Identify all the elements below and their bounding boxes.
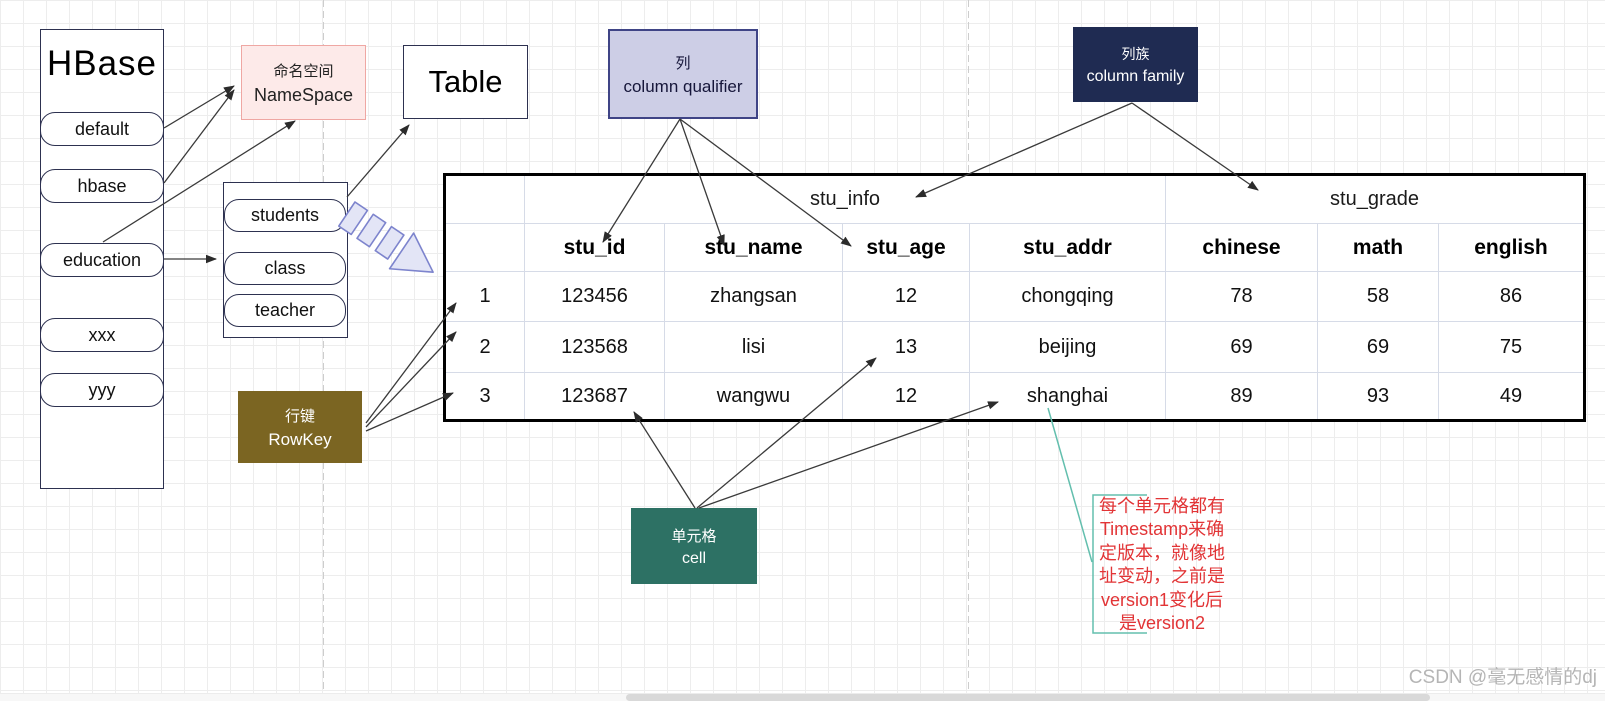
data-cell: 123456	[524, 271, 665, 322]
arrow-students-to-table	[346, 124, 410, 198]
data-cell: lisi	[664, 321, 843, 373]
namespace-item-xxx: xxx	[40, 318, 164, 352]
column-header-stu-addr: stu_addr	[969, 223, 1166, 272]
column-family-label-en: column family	[1086, 67, 1185, 85]
data-cell: 78	[1165, 271, 1318, 322]
family-header-stu-grade: stu_grade	[1164, 174, 1586, 224]
rowkey-label-en: RowKey	[268, 429, 332, 449]
annotation-line: 定版本，就像地	[1099, 542, 1225, 563]
data-cell: zhangsan	[664, 271, 843, 322]
data-cell: 86	[1437, 271, 1586, 322]
timestamp-annotation: 每个单元格都有 Timestamp来确 定版本，就像地 址变动，之前是 vers…	[1094, 495, 1230, 635]
cell-label-en: cell	[681, 549, 706, 567]
column-header-english: english	[1437, 223, 1586, 272]
cell-label-zh: 单元格	[671, 527, 717, 545]
chevron-arrow	[337, 201, 434, 273]
data-cell: 12	[842, 271, 970, 322]
family-header-row: stu_info stu_grade	[444, 174, 1586, 224]
rowkey-cell: 2	[444, 321, 525, 373]
data-cell: chongqing	[969, 271, 1166, 322]
rowkey-label-zh: 行键	[284, 407, 315, 425]
column-qualifier-label-en: column qualifier	[623, 76, 743, 96]
arrow-cell-to-stu-id-value	[633, 411, 696, 509]
column-header-stu-age: stu_age	[842, 223, 970, 272]
column-family-box: 列族 column family	[1073, 27, 1198, 102]
data-cell: 123687	[524, 372, 665, 421]
annotation-line: Timestamp来确	[1099, 519, 1225, 540]
cell-box: 单元格 cell	[631, 508, 757, 584]
data-cell: 69	[1165, 321, 1318, 373]
namespace-box: 命名空间 NameSpace	[241, 45, 366, 120]
namespace-label-zh: 命名空间	[273, 62, 334, 80]
student-data-table-wrap: stu_info stu_grade stu_id stu_name stu_a…	[443, 173, 1587, 422]
vertical-guide-line	[323, 0, 324, 693]
namespace-item-education: education	[40, 243, 164, 277]
column-header-math: math	[1317, 223, 1439, 272]
column-qualifier-label-zh: 列	[675, 54, 691, 72]
table-corner-cell	[444, 174, 525, 224]
family-header-stu-info: stu_info	[524, 174, 1166, 224]
data-cell: 49	[1437, 372, 1586, 421]
annotation-line: 址变动，之前是	[1099, 566, 1225, 587]
rowkey-box: 行键 RowKey	[238, 391, 362, 463]
annotation-line: 是version2	[1118, 613, 1206, 634]
rowkey-cell: 3	[444, 372, 525, 421]
table-item-class: class	[224, 252, 346, 285]
namespace-item-default: default	[40, 112, 164, 146]
data-cell: shanghai	[969, 372, 1166, 421]
arrow-default-to-namespace	[163, 85, 235, 129]
data-cell: 12	[842, 372, 970, 421]
table-item-teacher: teacher	[224, 294, 346, 327]
namespace-item-hbase: hbase	[40, 169, 164, 203]
table-row: 1 123456 zhangsan 12 chongqing 78 58 86	[444, 271, 1586, 322]
annotation-line: 每个单元格都有	[1099, 496, 1225, 516]
data-cell: 58	[1317, 271, 1439, 322]
data-cell: wangwu	[664, 372, 843, 421]
horizontal-scrollbar-thumb[interactable]	[626, 694, 1430, 701]
column-header-chinese: chinese	[1165, 223, 1318, 272]
column-qualifier-box: 列 column qualifier	[608, 29, 758, 119]
data-cell: beijing	[969, 321, 1166, 373]
hbase-panel-title: HBase	[46, 44, 158, 83]
table-item-students: students	[224, 199, 346, 232]
student-data-table: stu_info stu_grade stu_id stu_name stu_a…	[443, 173, 1587, 422]
data-cell: 123568	[524, 321, 665, 373]
table-row: 3 123687 wangwu 12 shanghai 89 93 49	[444, 372, 1586, 421]
table-concept-label: Table	[428, 64, 503, 99]
annotation-line: version1变化后	[1100, 589, 1224, 610]
data-cell: 69	[1317, 321, 1439, 373]
table-concept-box: Table	[403, 45, 528, 119]
table-corner-cell	[444, 223, 525, 272]
column-header-stu-id: stu_id	[524, 223, 665, 272]
data-cell: 89	[1165, 372, 1318, 421]
column-header-stu-name: stu_name	[664, 223, 843, 272]
csdn-watermark: CSDN @毫无感情的dj	[1408, 667, 1597, 688]
rowkey-cell: 1	[444, 271, 525, 322]
data-cell: 93	[1317, 372, 1439, 421]
column-family-label-zh: 列族	[1121, 45, 1150, 62]
arrow-rowkey-to-row3	[365, 392, 454, 432]
arrow-hbase-to-namespace	[163, 89, 235, 184]
column-header-row: stu_id stu_name stu_age stu_addr chinese…	[444, 223, 1586, 272]
data-cell: 13	[842, 321, 970, 373]
namespace-label-en: NameSpace	[253, 84, 354, 105]
data-cell: 75	[1437, 321, 1586, 373]
table-row: 2 123568 lisi 13 beijing 69 69 75	[444, 321, 1586, 373]
namespace-item-yyy: yyy	[40, 373, 164, 407]
